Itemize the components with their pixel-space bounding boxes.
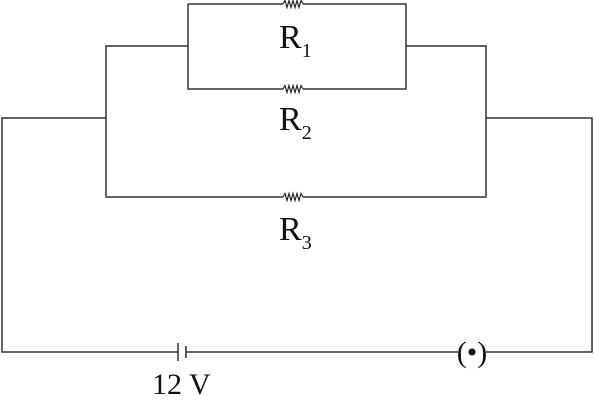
resistor-r3-label: R3 bbox=[279, 211, 312, 254]
resistor-r2-label: R2 bbox=[279, 101, 312, 144]
resistor-r1-label: R1 bbox=[279, 19, 312, 62]
outer-loop-wires bbox=[1, 117, 593, 353]
battery-symbol bbox=[177, 343, 187, 361]
battery-label: 12 V bbox=[152, 368, 211, 401]
meter-background bbox=[458, 338, 486, 366]
meter-symbol: (•) bbox=[457, 336, 487, 369]
resistor-r1-symbol bbox=[282, 0, 304, 10]
parallel-network-wires bbox=[105, 3, 487, 198]
resistor-r2-symbol bbox=[282, 83, 304, 95]
resistor-r3-symbol bbox=[282, 191, 304, 203]
